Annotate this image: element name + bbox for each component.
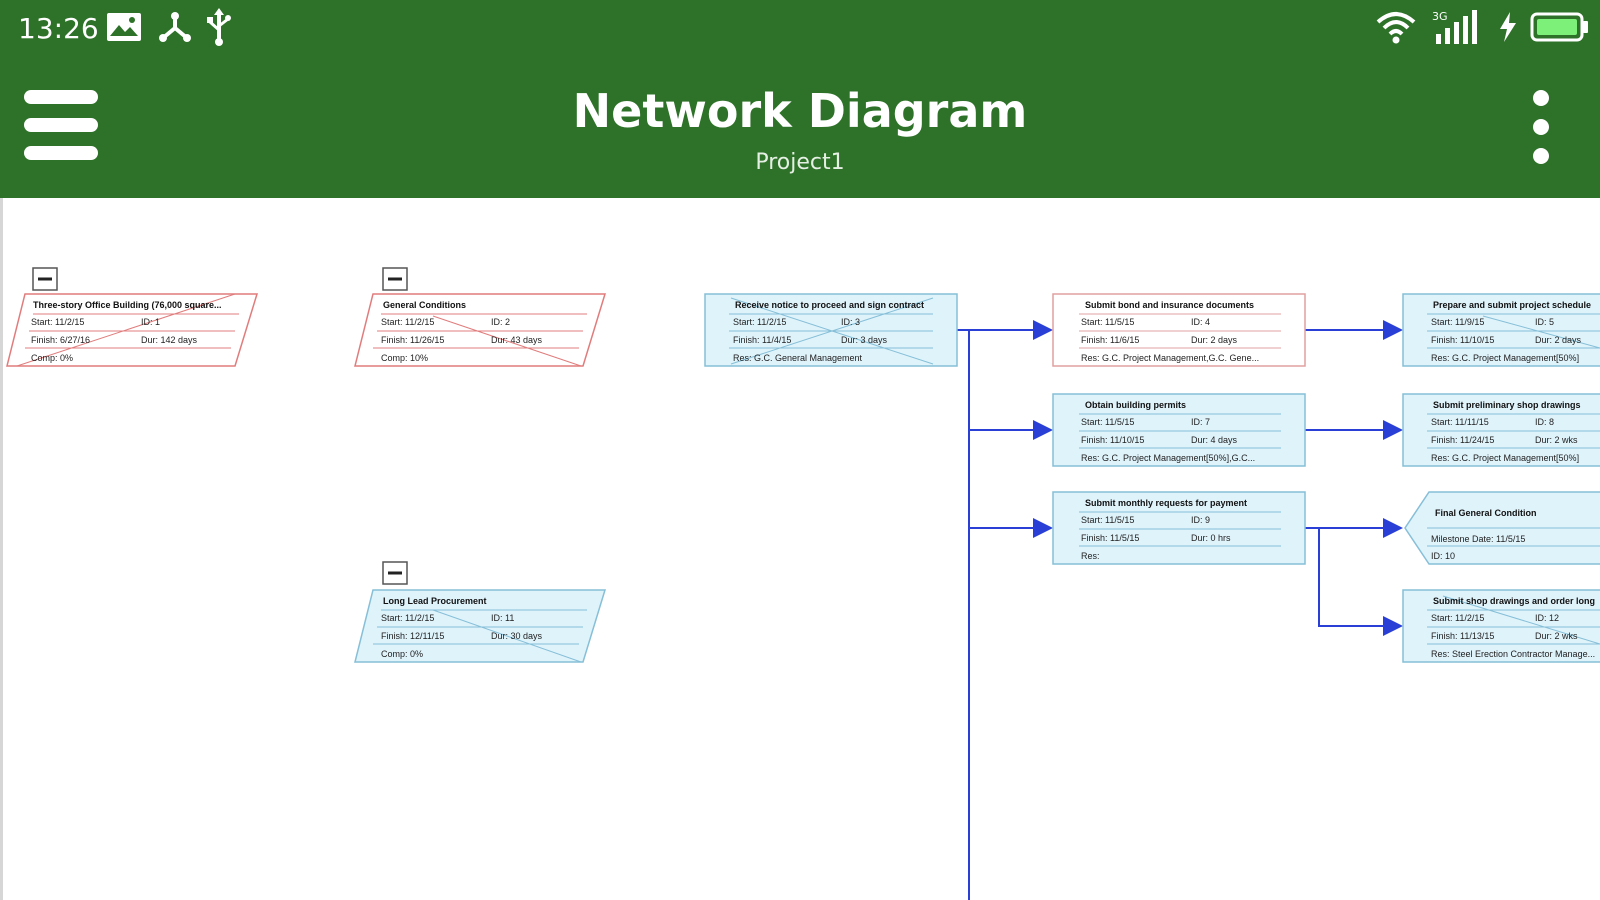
network-type-label: 3G bbox=[1432, 10, 1448, 23]
node-field: Finish: 11/4/15 bbox=[733, 335, 791, 345]
node-title: Submit bond and insurance documents bbox=[1085, 300, 1254, 310]
node-field: Start: 11/2/15 bbox=[1431, 613, 1484, 623]
dependency-connectors bbox=[957, 320, 1403, 900]
node-field: Finish: 11/10/15 bbox=[1431, 335, 1494, 345]
diagram-node-task[interactable]: Receive notice to proceed and sign contr… bbox=[704, 293, 958, 367]
more-vert-icon[interactable] bbox=[1524, 90, 1558, 164]
diagram-node-milestone[interactable]: Final General Condition Milestone Date: … bbox=[1404, 491, 1600, 565]
node-title: Prepare and submit project schedule bbox=[1433, 300, 1591, 310]
node-field: Res: Steel Erection Contractor Manage... bbox=[1431, 649, 1595, 659]
node-field: ID: 10 bbox=[1431, 551, 1455, 561]
node-field: Start: 11/2/15 bbox=[381, 317, 434, 327]
node-field: Dur: 3 days bbox=[841, 335, 888, 345]
diagram-node-task[interactable]: Submit bond and insurance documents Star… bbox=[1052, 293, 1306, 367]
node-title: Long Lead Procurement bbox=[383, 596, 487, 606]
node-field: Comp: 0% bbox=[31, 353, 73, 363]
node-field: Dur: 2 days bbox=[1191, 335, 1238, 345]
diagram-node-task[interactable]: Submit preliminary shop drawings Start: … bbox=[1402, 393, 1600, 467]
diagram-node-summary[interactable]: Long Lead Procurement Start: 11/2/15 ID:… bbox=[354, 589, 607, 663]
network-share-icon bbox=[159, 12, 191, 42]
node-field: Dur: 43 days bbox=[491, 335, 543, 345]
diagram-node-task[interactable]: Obtain building permits Start: 11/5/15 I… bbox=[1052, 393, 1306, 467]
node-field: ID: 12 bbox=[1535, 613, 1559, 623]
hamburger-menu-icon[interactable] bbox=[24, 90, 98, 160]
node-field: ID: 3 bbox=[841, 317, 860, 327]
network-diagram: Three-story Office Building (76,000 squa… bbox=[6, 267, 1600, 900]
node-field: Comp: 10% bbox=[381, 353, 428, 363]
diagram-node-summary[interactable]: Three-story Office Building (76,000 squa… bbox=[6, 293, 259, 367]
node-field: Dur: 2 wks bbox=[1535, 631, 1578, 641]
node-field: Start: 11/2/15 bbox=[381, 613, 434, 623]
node-field: Start: 11/11/15 bbox=[1431, 417, 1489, 427]
node-field: Dur: 142 days bbox=[141, 335, 198, 345]
node-field: Start: 11/5/15 bbox=[1081, 317, 1134, 327]
collapse-minus-icon[interactable] bbox=[32, 267, 58, 291]
node-field: Res: G.C. Project Management,G.C. Gene..… bbox=[1081, 353, 1259, 363]
node-field: Start: 11/9/15 bbox=[1431, 317, 1484, 327]
node-field: Finish: 11/5/15 bbox=[1081, 533, 1139, 543]
node-field: Finish: 11/13/15 bbox=[1431, 631, 1494, 641]
node-field: Dur: 30 days bbox=[491, 631, 543, 641]
node-field: Finish: 11/26/15 bbox=[381, 335, 444, 345]
collapse-minus-icon[interactable] bbox=[382, 267, 408, 291]
app-bar: Network Diagram Project1 bbox=[0, 54, 1600, 198]
network-diagram-canvas[interactable]: Three-story Office Building (76,000 squa… bbox=[0, 198, 1600, 900]
node-title: Submit shop drawings and order long bbox=[1433, 596, 1595, 606]
diagram-node-task[interactable]: Submit shop drawings and order long Star… bbox=[1402, 589, 1600, 663]
cellular-signal-icon bbox=[1436, 10, 1477, 44]
status-bar: 13:26 3G bbox=[0, 0, 1600, 54]
node-field: Comp: 0% bbox=[381, 649, 423, 659]
node-field: Start: 11/5/15 bbox=[1081, 417, 1134, 427]
node-title: Submit monthly requests for payment bbox=[1085, 498, 1247, 508]
node-field: Dur: 2 wks bbox=[1535, 435, 1578, 445]
node-title: Obtain building permits bbox=[1085, 400, 1186, 410]
node-field: ID: 8 bbox=[1535, 417, 1554, 427]
diagram-node-task[interactable]: Submit monthly requests for payment Star… bbox=[1052, 491, 1306, 565]
node-field: Dur: 0 hrs bbox=[1191, 533, 1231, 543]
node-title: Submit preliminary shop drawings bbox=[1433, 400, 1581, 410]
usb-icon bbox=[207, 8, 231, 46]
node-field: Res: G.C. General Management bbox=[733, 353, 863, 363]
page-title: Network Diagram bbox=[572, 84, 1028, 138]
node-field: Dur: 4 days bbox=[1191, 435, 1238, 445]
diagram-node-summary[interactable]: General Conditions Start: 11/2/15 ID: 2 … bbox=[354, 293, 607, 367]
node-field: Finish: 11/10/15 bbox=[1081, 435, 1144, 445]
node-field: ID: 9 bbox=[1191, 515, 1210, 525]
status-time: 13:26 bbox=[18, 12, 99, 45]
node-field: Finish: 12/11/15 bbox=[381, 631, 444, 641]
node-field: Res: G.C. Project Management[50%],G.C... bbox=[1081, 453, 1255, 463]
image-icon bbox=[107, 13, 141, 41]
node-field: Finish: 11/6/15 bbox=[1081, 335, 1139, 345]
node-field: Milestone Date: 11/5/15 bbox=[1431, 534, 1525, 544]
node-field: Res: bbox=[1081, 551, 1100, 561]
node-field: Start: 11/5/15 bbox=[1081, 515, 1134, 525]
node-field: ID: 7 bbox=[1191, 417, 1210, 427]
node-field: ID: 1 bbox=[141, 317, 160, 327]
node-field: Start: 11/2/15 bbox=[733, 317, 786, 327]
node-field: ID: 11 bbox=[491, 613, 514, 623]
charging-icon bbox=[1500, 12, 1516, 42]
node-title: General Conditions bbox=[383, 300, 466, 310]
node-title: Final General Condition bbox=[1435, 508, 1537, 518]
collapse-minus-icon[interactable] bbox=[382, 561, 408, 585]
wifi-icon bbox=[1376, 12, 1416, 44]
node-field: Finish: 11/24/15 bbox=[1431, 435, 1494, 445]
node-field: ID: 2 bbox=[491, 317, 510, 327]
node-field: Dur: 2 days bbox=[1535, 335, 1582, 345]
node-field: Res: G.C. Project Management[50%] bbox=[1431, 453, 1579, 463]
node-title: Receive notice to proceed and sign contr… bbox=[735, 300, 924, 310]
node-field: Start: 11/2/15 bbox=[31, 317, 84, 327]
node-field: ID: 4 bbox=[1191, 317, 1210, 327]
node-field: Res: G.C. Project Management[50%] bbox=[1431, 353, 1579, 363]
node-field: Finish: 6/27/16 bbox=[31, 335, 90, 345]
node-title: Three-story Office Building (76,000 squa… bbox=[33, 300, 222, 310]
node-field: ID: 5 bbox=[1535, 317, 1554, 327]
project-name: Project1 bbox=[755, 150, 845, 175]
battery-icon bbox=[1530, 12, 1588, 42]
diagram-node-task[interactable]: Prepare and submit project schedule Star… bbox=[1402, 293, 1600, 367]
